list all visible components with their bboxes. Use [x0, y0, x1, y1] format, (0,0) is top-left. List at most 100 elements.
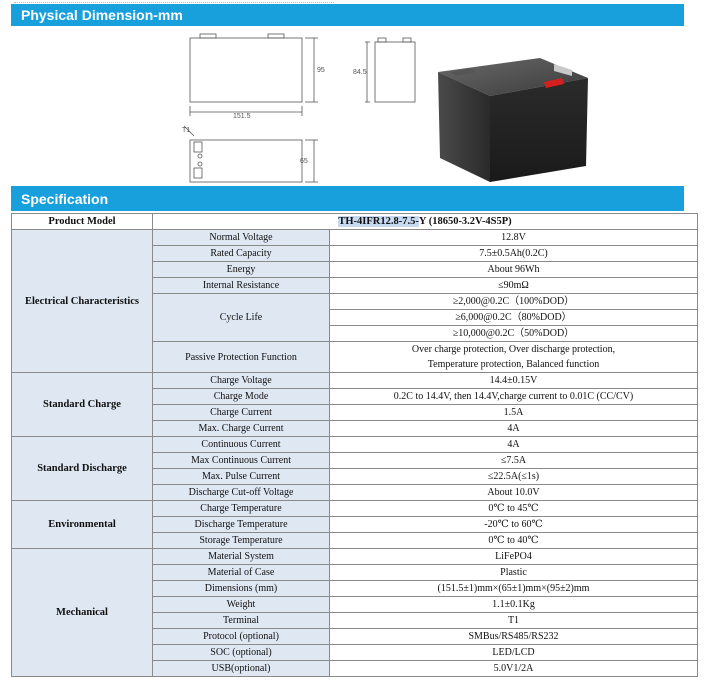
value-cell: About 96Wh — [329, 261, 698, 278]
table-row: Internal Resistance ≤90mΩ — [12, 277, 698, 294]
value-cell: ≤90mΩ — [329, 277, 698, 294]
value-cell: Plastic — [329, 564, 698, 581]
table-row: ≥10,000@0.2C（50%DOD） — [12, 325, 698, 342]
table-row: Standard Charge Charge Voltage 14.4±0.15… — [11, 372, 698, 437]
electrical-category: Electrical Characteristics — [11, 229, 153, 373]
value-cell: 14.4±0.15V — [329, 372, 698, 389]
param-cell: Terminal — [152, 612, 330, 629]
value-cell: ≤7.5A — [329, 452, 698, 469]
battery-front-face — [490, 78, 588, 182]
table-row: ≥6,000@0.2C（80%DOD） — [12, 309, 698, 326]
table-row: Weight 1.1±0.1Kg — [12, 596, 698, 613]
dimension-drawing: 95 84.5 151.5 65 T1 — [182, 33, 416, 183]
model-rest: Y (18650-3.2V-4S5P) — [418, 216, 512, 227]
param-cell: USB(optional) — [152, 660, 330, 677]
param-cell: Charge Mode — [152, 388, 330, 405]
value-cell: ≤22.5A(≤1s) — [329, 468, 698, 485]
value-cell: LiFePO4 — [329, 548, 698, 565]
cycle-life-label: Cycle Life — [152, 293, 330, 342]
value-cell: About 10.0V — [329, 484, 698, 501]
battery-top-face — [438, 58, 588, 96]
param-cell: Internal Resistance — [152, 277, 330, 294]
side-view-outline — [374, 41, 416, 103]
value-cell: ≥10,000@0.2C（50%DOD） — [329, 325, 698, 342]
value-cell: 5.0V1/2A — [329, 660, 698, 677]
passive-protection-value-1: Over charge protection, Over discharge p… — [329, 341, 698, 357]
value-cell: -20℃ to 60℃ — [329, 516, 698, 533]
value-cell: 1.5A — [329, 404, 698, 421]
value-cell: ≥6,000@0.2C（80%DOD） — [329, 309, 698, 326]
height2-dimension-label: 84.5 — [353, 69, 367, 76]
param-cell: Energy — [152, 261, 330, 278]
model-highlight: TH-4IFR12.8-7.5- — [338, 216, 419, 227]
table-row: Mechanical Material System LiFePO4 — [11, 548, 698, 677]
value-cell: 7.5±0.5Ah(0.2C) — [329, 245, 698, 262]
table-row: Environmental Charge Temperature 0℃ to 4… — [11, 500, 698, 549]
terminal-negative — [450, 68, 476, 76]
terminal-positive — [554, 64, 572, 76]
value-cell: SMBus/RS485/RS232 — [329, 628, 698, 645]
param-cell: Charge Temperature — [152, 500, 330, 517]
param-cell: Dimensions (mm) — [152, 580, 330, 597]
product-model-label: Product Model — [11, 213, 153, 230]
param-cell: Material System — [152, 548, 330, 565]
param-cell: Max. Pulse Current — [152, 468, 330, 485]
table-row: SOC (optional) LED/LCD — [12, 644, 698, 661]
param-cell: Max. Charge Current — [152, 420, 330, 437]
table-row: Standard Discharge Continuous Current 4A — [11, 436, 698, 501]
table-row: Cycle Life ≥2,000@0.2C（100%DOD） — [12, 293, 698, 342]
value-cell: T1 — [329, 612, 698, 629]
standard-charge-category: Standard Charge — [11, 372, 153, 437]
value-cell: 0.2C to 14.4V, then 14.4V,charge current… — [329, 388, 698, 405]
value-cell: 12.8V — [329, 229, 698, 246]
physical-dimension-title: Physical Dimension-mm — [21, 7, 183, 23]
param-cell: Normal Voltage — [152, 229, 330, 246]
param-cell: Charge Voltage — [152, 372, 330, 389]
standard-discharge-category: Standard Discharge — [11, 436, 153, 501]
front-view-outline — [189, 37, 303, 103]
table-row: Terminal T1 — [12, 612, 698, 629]
passive-protection-value-2: Temperature protection, Balanced functio… — [329, 357, 698, 373]
param-cell: Continuous Current — [152, 436, 330, 453]
specification-table: Product Model TH-4IFR12.8-7.5-Y (18650-3… — [11, 213, 698, 677]
value-cell: 1.1±0.1Kg — [329, 596, 698, 613]
front-terminal-right — [267, 33, 285, 39]
terminal-red-cap — [544, 78, 564, 88]
value-cell: LED/LCD — [329, 644, 698, 661]
front-terminal-left — [199, 33, 217, 39]
table-row: Temperature protection, Balanced functio… — [12, 357, 698, 373]
battery-side-face — [438, 72, 490, 182]
width-dimension-label: 151.5 — [233, 113, 251, 120]
environmental-category: Environmental — [11, 500, 153, 549]
height-dimension-label: 95 — [317, 67, 325, 74]
table-row: Passive Protection Function Over charge … — [12, 341, 698, 373]
physical-dimension-header: Physical Dimension-mm — [11, 4, 684, 26]
product-model-value: TH-4IFR12.8-7.5-Y (18650-3.2V-4S5P) — [152, 213, 698, 230]
table-row: Charge Mode 0.2C to 14.4V, then 14.4V,ch… — [12, 388, 698, 405]
param-cell: Rated Capacity — [152, 245, 330, 262]
table-row: Discharge Temperature -20℃ to 60℃ — [12, 516, 698, 533]
cropped-text-line — [14, 0, 334, 3]
depth-dimension-label: 65 — [300, 158, 308, 165]
param-cell: Weight — [152, 596, 330, 613]
value-cell: ≥2,000@0.2C（100%DOD） — [329, 293, 698, 310]
battery-product-image — [438, 58, 588, 182]
param-cell: Charge Current — [152, 404, 330, 421]
table-row: Electrical Characteristics Normal Voltag… — [11, 229, 698, 373]
param-cell: Protocol (optional) — [152, 628, 330, 645]
param-cell: Storage Temperature — [152, 532, 330, 549]
value-cell: (151.5±1)mm×(65±1)mm×(95±2)mm — [329, 580, 698, 597]
mechanical-category: Mechanical — [11, 548, 153, 677]
value-cell: 4A — [329, 436, 698, 453]
table-row: USB(optional) 5.0V1/2A — [12, 660, 698, 677]
specification-header: Specification — [11, 186, 684, 211]
param-cell: Material of Case — [152, 564, 330, 581]
param-cell: Max Continuous Current — [152, 452, 330, 469]
param-cell: Discharge Temperature — [152, 516, 330, 533]
table-row: Discharge Cut-off Voltage About 10.0V — [12, 484, 698, 501]
param-cell: SOC (optional) — [152, 644, 330, 661]
param-cell: Discharge Cut-off Voltage — [152, 484, 330, 501]
value-cell: 4A — [329, 420, 698, 437]
terminal-callout-label: T1 — [182, 127, 190, 134]
passive-protection-label: Passive Protection Function — [152, 341, 330, 373]
